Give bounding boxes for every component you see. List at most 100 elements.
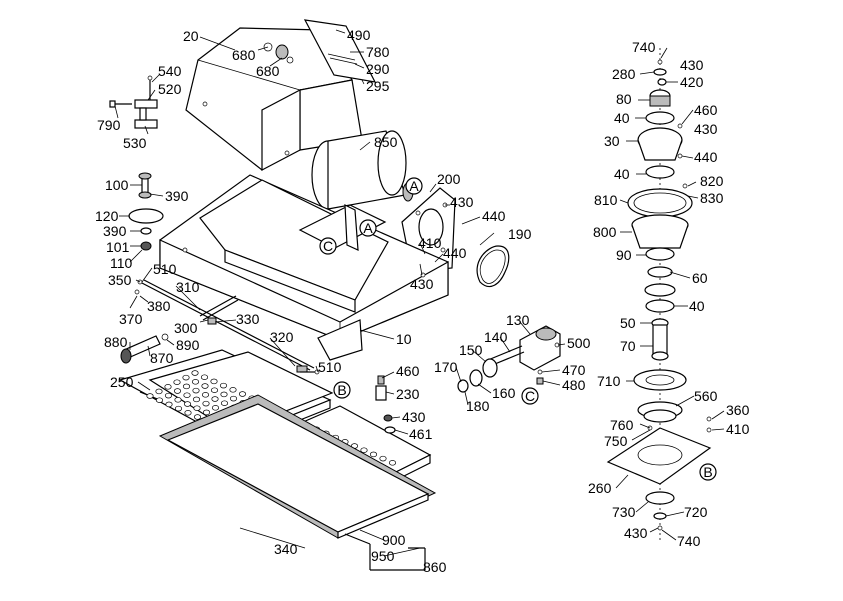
plate-hole bbox=[238, 391, 247, 397]
label-150: 150 bbox=[459, 342, 483, 358]
plate-hole bbox=[379, 455, 387, 462]
callout-C2: C bbox=[521, 387, 539, 405]
label-230: 230 bbox=[396, 386, 420, 402]
label-860: 860 bbox=[423, 559, 447, 575]
cover-plate-780 bbox=[303, 19, 377, 83]
callout-letter: A bbox=[409, 178, 419, 194]
plate-hole bbox=[360, 447, 368, 453]
label-360: 360 bbox=[726, 402, 750, 418]
label-530: 530 bbox=[123, 135, 147, 151]
label-260: 260 bbox=[588, 480, 612, 496]
callout-A2: A bbox=[359, 219, 377, 237]
label-410: 410 bbox=[418, 235, 442, 251]
label-350: 350 bbox=[108, 272, 132, 288]
callout-letter: B bbox=[703, 464, 712, 480]
label-180: 180 bbox=[466, 398, 490, 414]
label-730: 730 bbox=[612, 504, 636, 520]
label-40: 40 bbox=[614, 110, 630, 126]
label-880: 880 bbox=[104, 334, 128, 350]
plate-hole bbox=[191, 379, 200, 385]
label-680: 680 bbox=[256, 63, 280, 79]
label-330: 330 bbox=[236, 311, 260, 327]
plate-hole bbox=[202, 409, 211, 416]
label-80: 80 bbox=[616, 91, 632, 107]
callout-A1: A bbox=[405, 177, 423, 195]
label-430: 430 bbox=[680, 57, 704, 73]
rubber-mat-340 bbox=[158, 394, 437, 539]
label-490: 490 bbox=[347, 27, 371, 43]
label-440: 440 bbox=[694, 149, 718, 165]
plate-hole bbox=[165, 401, 173, 408]
plate-hole bbox=[220, 400, 229, 406]
plate-hole bbox=[210, 378, 218, 385]
plate-hole bbox=[202, 400, 210, 407]
handle-assembly bbox=[109, 75, 158, 129]
plate-hole bbox=[388, 460, 397, 466]
belt-190 bbox=[476, 245, 510, 287]
plate-hole bbox=[201, 392, 210, 398]
label-900: 900 bbox=[382, 532, 406, 548]
damper-230 bbox=[375, 375, 396, 434]
label-40: 40 bbox=[689, 298, 705, 314]
label-50: 50 bbox=[620, 315, 636, 331]
label-300: 300 bbox=[174, 320, 198, 336]
knob-assembly bbox=[128, 172, 164, 251]
hood-cover bbox=[185, 27, 363, 171]
plate-hole bbox=[155, 388, 163, 395]
plate-hole bbox=[220, 391, 228, 398]
plate-hole bbox=[183, 401, 192, 407]
label-870: 870 bbox=[150, 350, 174, 366]
label-60: 60 bbox=[692, 270, 708, 286]
plate-hole bbox=[183, 392, 191, 398]
label-680: 680 bbox=[232, 47, 256, 63]
plate-hole bbox=[192, 396, 201, 403]
label-295: 295 bbox=[366, 78, 390, 94]
plate-hole bbox=[210, 387, 219, 393]
callout-B2: B bbox=[699, 463, 717, 481]
label-140: 140 bbox=[484, 329, 508, 345]
label-460: 460 bbox=[396, 363, 420, 379]
label-430: 430 bbox=[694, 121, 718, 137]
label-740: 740 bbox=[677, 533, 701, 549]
label-430: 430 bbox=[402, 409, 426, 425]
label-950: 950 bbox=[371, 548, 395, 564]
label-370: 370 bbox=[119, 311, 143, 327]
label-380: 380 bbox=[147, 298, 171, 314]
plate-hole bbox=[182, 383, 191, 390]
plate-hole bbox=[369, 451, 378, 458]
label-40: 40 bbox=[614, 166, 630, 182]
label-100: 100 bbox=[105, 177, 129, 193]
label-170: 170 bbox=[434, 359, 458, 375]
motor-850 bbox=[311, 130, 414, 210]
plate-hole bbox=[164, 384, 172, 390]
label-720: 720 bbox=[684, 504, 708, 520]
plate-hole bbox=[191, 370, 199, 376]
label-480: 480 bbox=[562, 377, 586, 393]
label-200: 200 bbox=[437, 171, 461, 187]
label-470: 470 bbox=[562, 362, 586, 378]
label-850: 850 bbox=[374, 134, 398, 150]
plate-hole bbox=[174, 405, 183, 412]
label-190: 190 bbox=[508, 226, 532, 242]
shaft-assembly bbox=[134, 279, 315, 373]
label-540: 540 bbox=[158, 63, 182, 79]
label-430: 430 bbox=[450, 194, 474, 210]
label-250: 250 bbox=[110, 374, 134, 390]
label-280: 280 bbox=[612, 66, 636, 82]
label-110: 110 bbox=[110, 255, 133, 271]
plate-hole bbox=[229, 395, 238, 402]
plate-hole bbox=[211, 405, 220, 411]
label-520: 520 bbox=[158, 81, 182, 97]
plate-hole bbox=[173, 388, 182, 394]
callout-C1: C bbox=[319, 237, 337, 255]
label-710: 710 bbox=[597, 373, 621, 389]
label-90: 90 bbox=[616, 247, 632, 263]
label-440: 440 bbox=[482, 208, 506, 224]
label-440: 440 bbox=[443, 245, 467, 261]
label-750: 750 bbox=[604, 433, 628, 449]
label-160: 160 bbox=[492, 385, 516, 401]
label-740: 740 bbox=[632, 39, 656, 55]
label-390: 390 bbox=[103, 223, 127, 239]
